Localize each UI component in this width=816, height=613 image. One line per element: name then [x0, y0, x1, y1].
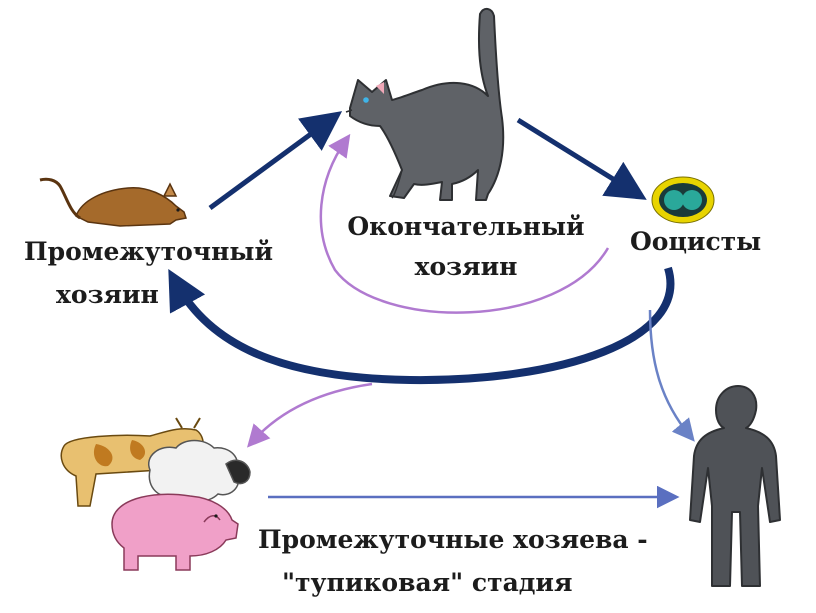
pig-icon: [112, 494, 238, 570]
arrow-oocysts-to-rat: [176, 268, 670, 380]
oocyst-icon: [652, 177, 714, 223]
sheep-icon: [149, 441, 250, 502]
arrow-cat-to-oocysts: [518, 120, 634, 192]
definitive-host-label-line2: хозяин: [334, 252, 598, 282]
definitive-host-label-line1: Окончательный: [334, 212, 598, 242]
cat-icon: [346, 9, 503, 200]
rat-icon: [40, 179, 186, 226]
intermediate-host-label-line2: хозяин: [56, 280, 159, 310]
dead-end-label-line2: "тупиковая" стадия: [282, 568, 572, 598]
arrow-oocysts-to-human: [650, 310, 690, 436]
dead-end-label-line1: Промежуточные хозяева -: [258, 525, 648, 555]
human-icon: [690, 386, 780, 586]
intermediate-host-label-line1: Промежуточный: [24, 237, 273, 267]
arrow-rat-to-cat: [210, 120, 330, 208]
arrow-to-livestock: [252, 384, 372, 442]
oocysts-label: Ооцисты: [630, 227, 761, 257]
